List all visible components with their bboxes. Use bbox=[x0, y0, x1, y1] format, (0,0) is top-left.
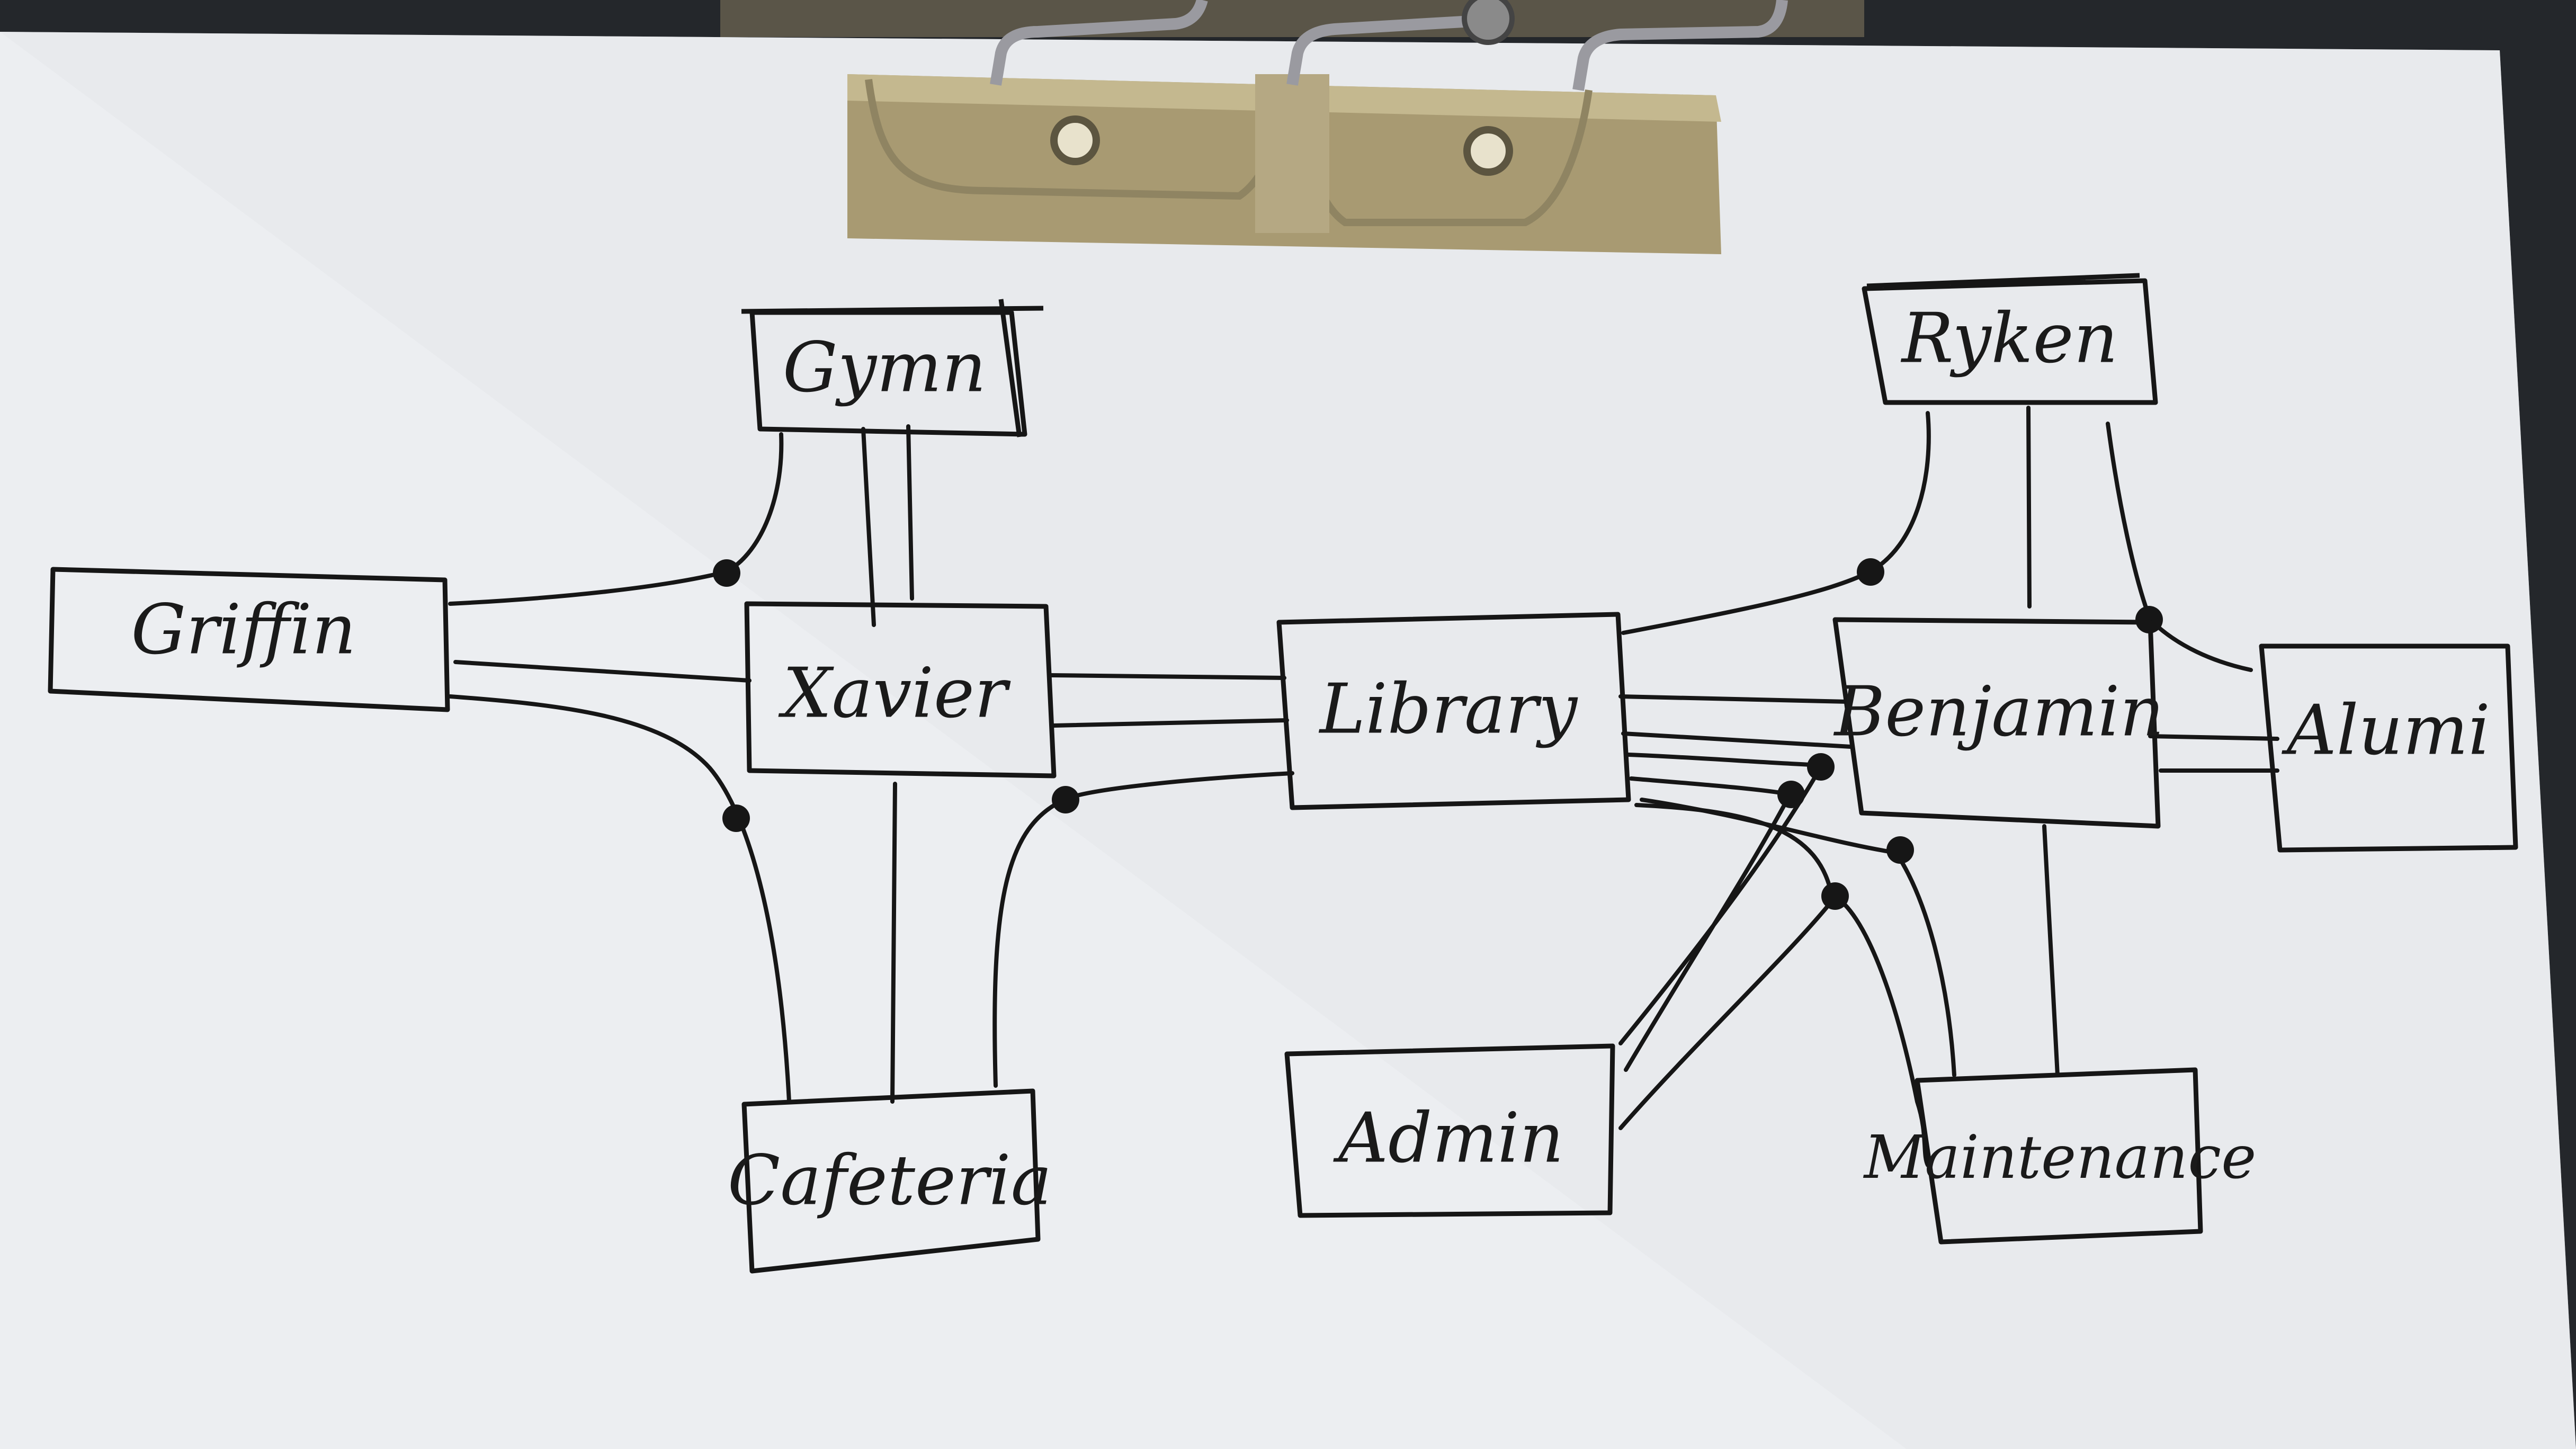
junction-dot bbox=[2135, 606, 2163, 633]
node-label: Xavier bbox=[778, 653, 1011, 734]
node-griffin: Griffin bbox=[48, 567, 450, 712]
node-label: Gymn bbox=[783, 327, 986, 408]
edge-gym-xavier bbox=[861, 424, 914, 627]
edge-griffin-cafeteria bbox=[448, 694, 791, 1104]
edge-xavier-cafeteria bbox=[890, 782, 897, 1104]
node-xavier: Xavier bbox=[744, 601, 1057, 779]
node-label: Library bbox=[1319, 669, 1578, 749]
node-gym: Gymn bbox=[741, 299, 1044, 437]
node-library: Library bbox=[1276, 612, 1631, 810]
node-label: Griffin bbox=[131, 589, 356, 670]
clipboard-clip bbox=[720, 0, 1864, 254]
junction-dot bbox=[1857, 558, 1884, 586]
node-label: Cafeteria bbox=[728, 1140, 1052, 1221]
junction-dot bbox=[1807, 753, 1835, 781]
node-benjamin: Benjamin bbox=[1832, 617, 2164, 829]
junction-dot bbox=[1821, 882, 1849, 910]
node-label: Benjamin bbox=[1833, 672, 2164, 752]
edge-benjamin-alumni bbox=[2148, 734, 2279, 773]
junction-dot bbox=[713, 559, 740, 587]
node-label: Alumi bbox=[2282, 690, 2490, 771]
node-cafeteria: Cafeteria bbox=[728, 1088, 1052, 1274]
edge-griffin-xavier bbox=[453, 660, 752, 683]
edge-griffin-gym bbox=[448, 432, 784, 606]
edge-xavier-library bbox=[1049, 673, 1289, 728]
node-label: Maintenance bbox=[1863, 1123, 2257, 1192]
edge-library-benjamin bbox=[1618, 694, 1853, 749]
edge-benjamin-maintenance bbox=[2042, 824, 2060, 1077]
node-admin: Admin bbox=[1284, 1043, 1615, 1218]
junction-dot bbox=[722, 804, 750, 832]
node-maintenance: Maintenance bbox=[1863, 1067, 2257, 1245]
node-alumni: Alumi bbox=[2259, 643, 2518, 853]
node-ryken: Ryken bbox=[1862, 273, 2158, 405]
junctions bbox=[713, 558, 2163, 910]
node-label: Admin bbox=[1333, 1098, 1564, 1178]
node-label: Ryken bbox=[1901, 298, 2118, 379]
junction-dot bbox=[1777, 781, 1805, 808]
junction-dot bbox=[1886, 836, 1914, 864]
edge-ryken-benjamin bbox=[2026, 406, 2032, 609]
junction-dot bbox=[1052, 786, 1079, 813]
